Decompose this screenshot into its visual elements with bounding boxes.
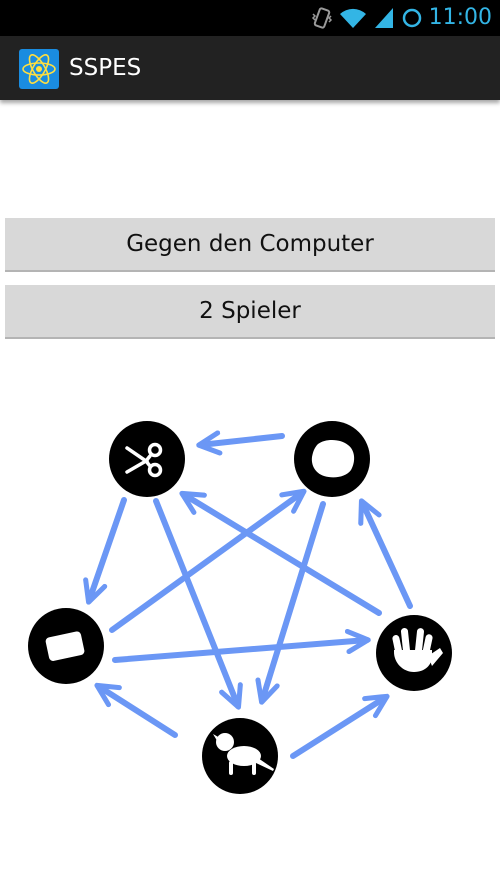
lizard-node <box>202 718 278 794</box>
atom-icon[interactable] <box>19 49 59 89</box>
arrows <box>83 430 413 759</box>
paper-node <box>28 608 104 684</box>
status-bar: 11:00 <box>0 0 500 36</box>
sync-icon <box>402 8 421 28</box>
status-icons: 11:00 <box>311 0 492 36</box>
arrow-paper-beats-spock <box>112 628 371 663</box>
wifi-icon <box>339 8 366 28</box>
arrow-scissors-beats-paper <box>83 497 127 605</box>
spock-hand-icon <box>392 627 443 672</box>
spock-node <box>376 615 452 691</box>
signal-icon <box>374 8 393 28</box>
action-bar: SSPES <box>0 36 500 100</box>
vibrate-icon <box>311 7 332 29</box>
arrow-rock-beats-scissors <box>196 430 285 456</box>
app-title: SSPES <box>69 55 142 81</box>
arrow-scissors-beats-lizard <box>153 498 243 710</box>
arrow-spock-beats-rock <box>358 498 413 609</box>
arrow-lizard-beats-paper <box>94 682 178 738</box>
game-rules-diagram <box>28 421 452 794</box>
scissors-icon <box>125 442 163 478</box>
two-player-button[interactable]: 2 Spieler <box>5 285 495 339</box>
arrow-spock-beats-scissors <box>179 490 382 616</box>
rock-node <box>294 421 370 497</box>
rock-icon <box>311 439 355 478</box>
vs-computer-button[interactable]: Gegen den Computer <box>5 218 495 272</box>
clock: 11:00 <box>428 5 492 30</box>
lizard-icon <box>213 733 274 775</box>
scissors-node <box>109 421 185 497</box>
paper-icon <box>45 631 85 661</box>
arrow-lizard-beats-spock <box>290 693 390 759</box>
arrow-paper-beats-rock <box>109 488 307 633</box>
arrow-rock-beats-lizard <box>255 501 326 705</box>
